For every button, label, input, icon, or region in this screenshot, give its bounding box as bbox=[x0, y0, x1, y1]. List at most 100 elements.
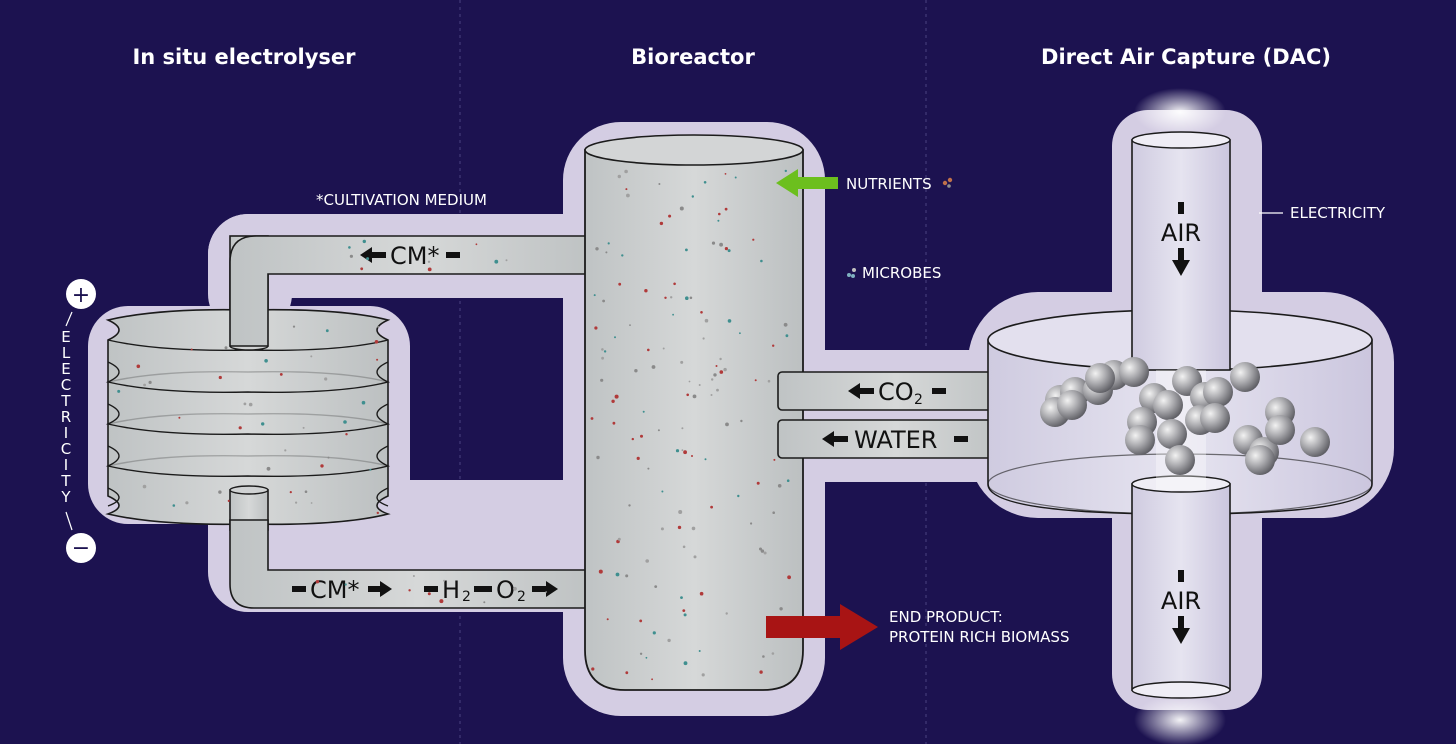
particle bbox=[227, 499, 230, 502]
glow-top bbox=[1134, 88, 1226, 136]
particle bbox=[662, 347, 665, 350]
particle bbox=[773, 458, 776, 461]
particle bbox=[628, 504, 631, 507]
particle bbox=[344, 583, 347, 586]
flow-h2-o2: H 2 O 2 bbox=[424, 576, 558, 605]
particle bbox=[682, 609, 686, 612]
particle bbox=[754, 379, 757, 382]
particle bbox=[678, 510, 683, 514]
particle bbox=[483, 601, 486, 604]
particle bbox=[779, 607, 783, 611]
particle bbox=[612, 421, 616, 425]
air-in: AIR bbox=[1161, 202, 1201, 276]
particle bbox=[327, 456, 330, 459]
sorbent-bead bbox=[1203, 377, 1233, 407]
particle bbox=[704, 318, 709, 323]
particle bbox=[302, 426, 305, 429]
particle bbox=[636, 456, 640, 460]
sorbent-bead bbox=[1165, 445, 1195, 475]
particle bbox=[724, 247, 729, 251]
particle bbox=[611, 399, 615, 403]
o2-sub: 2 bbox=[517, 589, 526, 605]
particle bbox=[762, 655, 765, 658]
pipe-water: WATER bbox=[777, 419, 1020, 459]
particle bbox=[699, 591, 704, 596]
particle bbox=[325, 329, 329, 333]
particle bbox=[224, 346, 228, 350]
cm-top-label: CM* bbox=[390, 242, 439, 270]
particle bbox=[614, 336, 616, 339]
particle bbox=[771, 652, 775, 655]
particle bbox=[683, 661, 688, 666]
particle bbox=[672, 313, 674, 316]
particle bbox=[682, 545, 686, 549]
particle bbox=[625, 574, 629, 578]
particle bbox=[412, 575, 415, 577]
particle bbox=[601, 348, 604, 351]
sorbent-bead bbox=[1200, 403, 1230, 433]
electricity-letter: I bbox=[64, 424, 68, 442]
particle bbox=[716, 388, 719, 392]
microbes-legend: MICROBES bbox=[847, 264, 941, 282]
particle bbox=[787, 575, 791, 580]
dac-electricity-label: ELECTRICITY bbox=[1290, 204, 1386, 222]
particle bbox=[295, 501, 298, 504]
particle bbox=[756, 481, 760, 485]
particle bbox=[688, 380, 691, 383]
sorbent-bead bbox=[1300, 427, 1330, 457]
particle bbox=[634, 369, 638, 373]
particle bbox=[710, 394, 713, 396]
particle bbox=[261, 422, 265, 426]
particle bbox=[683, 450, 687, 455]
particle bbox=[718, 212, 721, 216]
dac-electricity: ELECTRICITY bbox=[1259, 204, 1386, 222]
electricity-letter: E bbox=[61, 328, 70, 346]
particle bbox=[117, 389, 121, 393]
particle bbox=[651, 365, 656, 369]
particle bbox=[786, 479, 790, 483]
plus-symbol: + bbox=[72, 283, 90, 308]
particle bbox=[715, 365, 718, 367]
particle bbox=[136, 364, 141, 369]
particle bbox=[763, 551, 767, 555]
particle bbox=[545, 591, 548, 593]
electricity-letter: T bbox=[60, 392, 71, 410]
particle bbox=[360, 267, 364, 271]
particle bbox=[645, 559, 649, 563]
particle bbox=[654, 585, 658, 588]
particle bbox=[693, 555, 697, 559]
particle bbox=[700, 311, 703, 314]
particle bbox=[292, 325, 296, 328]
electricity-letter: C bbox=[61, 376, 71, 394]
particle bbox=[657, 429, 660, 432]
end-product-arrow bbox=[766, 604, 878, 650]
particle bbox=[190, 348, 193, 351]
particle bbox=[348, 246, 351, 249]
particle bbox=[408, 589, 411, 592]
particle bbox=[772, 511, 775, 514]
particle bbox=[750, 522, 753, 525]
particle bbox=[621, 254, 624, 257]
electricity-letter: C bbox=[61, 440, 71, 458]
end-product-output: END PRODUCT: PROTEIN RICH BIOMASS bbox=[766, 604, 1069, 650]
particle bbox=[701, 673, 705, 677]
air-top-label: AIR bbox=[1161, 219, 1201, 247]
particle bbox=[692, 394, 697, 399]
particle bbox=[310, 355, 313, 358]
particle bbox=[625, 671, 629, 675]
particle bbox=[651, 678, 653, 681]
particle bbox=[361, 400, 366, 405]
particle bbox=[644, 289, 648, 293]
particle bbox=[266, 466, 271, 471]
sorbent-bead bbox=[1125, 425, 1155, 455]
sorbent-bead bbox=[1230, 362, 1260, 392]
particle bbox=[703, 181, 707, 184]
particle bbox=[719, 370, 724, 374]
glow-bottom bbox=[1134, 694, 1226, 744]
particle bbox=[689, 296, 693, 300]
particle bbox=[647, 467, 650, 470]
pipe-co2: CO 2 bbox=[777, 371, 1020, 411]
electricity-vertical-text: ELECTRICITY bbox=[60, 328, 71, 506]
electricity-letter: E bbox=[61, 360, 70, 378]
particle bbox=[734, 176, 737, 179]
